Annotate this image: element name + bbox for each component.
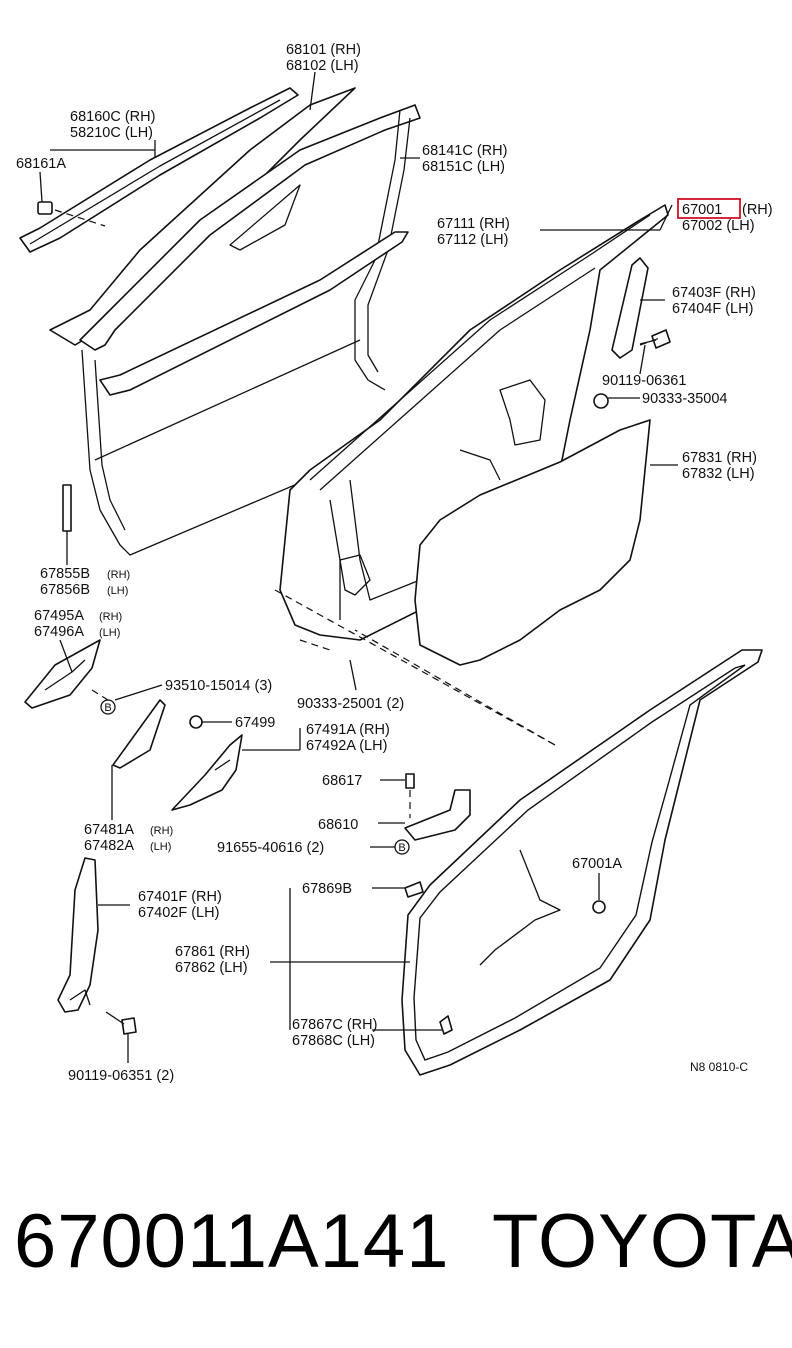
label-67002: 67002 (LH) [682,218,755,234]
label-67868c: 67868C (LH) [292,1033,375,1049]
label-58210c: 58210C (LH) [70,125,153,141]
label-67496a-side: (LH) [99,627,120,639]
bolt-90119-06361-drawing [639,329,671,349]
svg-text:B: B [104,702,111,714]
label-68141c: 68141C (RH) [422,143,507,159]
label-90333-25001: 90333-25001 (2) [297,696,404,712]
clip-67499-drawing [189,715,203,729]
outer-panel-strip-drawing [62,484,72,532]
callout-labels: 68101 (RH) 68102 (LH) 68160C (RH) 58210C… [16,42,773,1084]
lower-channel-drawing [57,857,99,1013]
label-67491a: 67491A (RH) [306,722,390,738]
label-67404f: 67404F (LH) [672,301,753,317]
label-67112: 67112 (LH) [437,232,508,248]
label-90119-06351: 90119-06351 (2) [68,1068,174,1084]
label-67001-side: (RH) [742,202,773,218]
label-67496a: 67496A [34,624,84,640]
footer-caption: 670011A141 TOYOTA [0,1192,792,1302]
label-67403f: 67403F (RH) [672,285,756,301]
label-68617: 68617 [322,773,362,789]
label-67862: 67862 (LH) [175,960,248,976]
label-67499: 67499 [235,715,275,731]
label-67401f: 67401F (RH) [138,889,222,905]
door-panel-drawing [279,204,669,641]
clip-67867c-drawing [439,1015,453,1035]
label-90333-35004: 90333-35004 [642,391,727,407]
label-90119-06361: 90119-06361 [602,373,686,389]
label-68151c: 68151C (LH) [422,159,505,175]
svg-text:B: B [398,842,405,854]
plug-90333-35004-drawing [593,393,609,409]
label-67855b-side: (RH) [107,569,130,581]
dashed-guides [54,209,661,818]
label-67481a-side: (RH) [150,825,173,837]
label-67402f: 67402F (LH) [138,905,219,921]
label-67856b-side: (LH) [107,585,128,597]
label-67855b: 67855B [40,566,90,582]
triangle-glass-drawing [112,699,166,769]
diagram-code: N8 0810-C [690,1060,748,1074]
label-91655-40616: 91655-40616 (2) [217,840,324,856]
label-67482a: 67482A [84,838,134,854]
label-68610: 68610 [318,817,358,833]
label-93510-15014: 93510-15014 (3) [165,678,272,694]
label-67861: 67861 (RH) [175,944,250,960]
door-weatherstrip-drawing [401,649,763,1076]
marker-b-91655: B [394,839,410,855]
label-68160c: 68160C (RH) [70,109,155,125]
label-67869b: 67869B [302,881,352,897]
label-67481a: 67481A [84,822,134,838]
label-67001: 67001 [682,202,722,218]
label-67831: 67831 (RH) [682,450,757,466]
label-68161a: 68161A [16,156,66,172]
label-67867c: 67867C (RH) [292,1017,377,1033]
label-68101: 68101 (RH) [286,42,361,58]
mirror-base-cover-drawing [24,639,101,709]
door-check-drawing [404,789,471,841]
label-68102: 68102 (LH) [286,58,359,74]
brand-name: TOYOTA [492,1199,792,1284]
delta-cover-drawing [171,734,243,811]
belt-moulding-inner-drawing [99,231,409,396]
bolt-90119-06351-drawing [105,1011,137,1035]
label-67495a: 67495A [34,608,84,624]
pin-68617-drawing [405,773,415,789]
highlight-box-67001 [677,198,741,219]
label-67832: 67832 (LH) [682,466,755,482]
clip-68161a-drawing [37,201,53,215]
label-67111: 67111 (RH) [437,216,510,232]
clip-67869b-drawing [404,881,424,898]
label-67001a: 67001A [572,856,622,872]
corner-garnish-upper-drawing [611,257,649,359]
label-67482a-side: (LH) [150,841,171,853]
belt-moulding-outer-drawing [19,87,299,253]
part-number: 670011A141 [14,1199,450,1284]
label-67495a-side: (RH) [99,611,122,623]
service-hole-cover-drawing [414,419,651,666]
marker-b-93510: B [100,699,116,715]
label-67492a: 67492A (LH) [306,738,387,754]
leader-lines [39,71,678,1063]
label-67856b: 67856B [40,582,90,598]
clip-67001a-drawing [592,900,606,914]
